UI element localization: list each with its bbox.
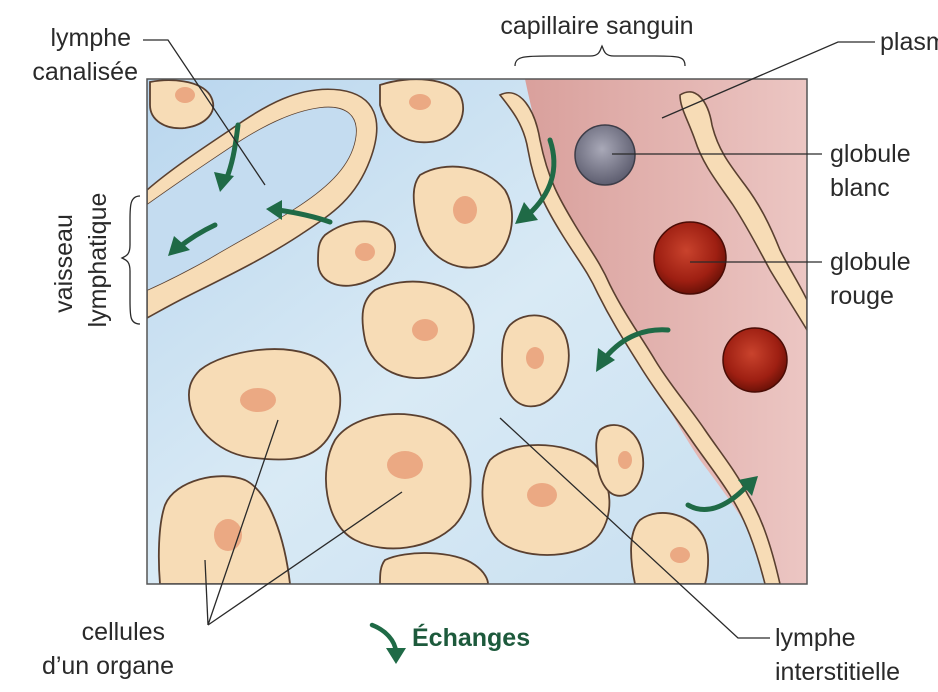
capillary-brace [515, 46, 685, 66]
tissue-section [147, 79, 807, 584]
label-echanges: Échanges [412, 623, 530, 652]
red-blood-cell [654, 222, 726, 294]
lymph-vessel-brace [122, 196, 140, 324]
label-capillaire-sanguin: capillaire sanguin [500, 12, 693, 40]
label-plasma: plasma [880, 28, 938, 56]
label-globule-rouge: globule rouge [830, 248, 918, 310]
label-lymphe-canalisee: lymphe canalisée [32, 24, 138, 86]
red-blood-cell [723, 328, 787, 392]
label-cellules-organe: cellules d’un organe [42, 618, 174, 680]
label-vaisseau-lymphatique: vaisseau lymphatique [50, 193, 112, 328]
label-globule-blanc: globule blanc [830, 140, 918, 202]
echanges-legend-arrowhead-icon [386, 648, 406, 664]
label-lymphe-interstitielle: lymphe interstitielle [775, 624, 900, 686]
white-blood-cell [575, 125, 635, 185]
echanges-legend-arrow-icon [372, 625, 396, 652]
